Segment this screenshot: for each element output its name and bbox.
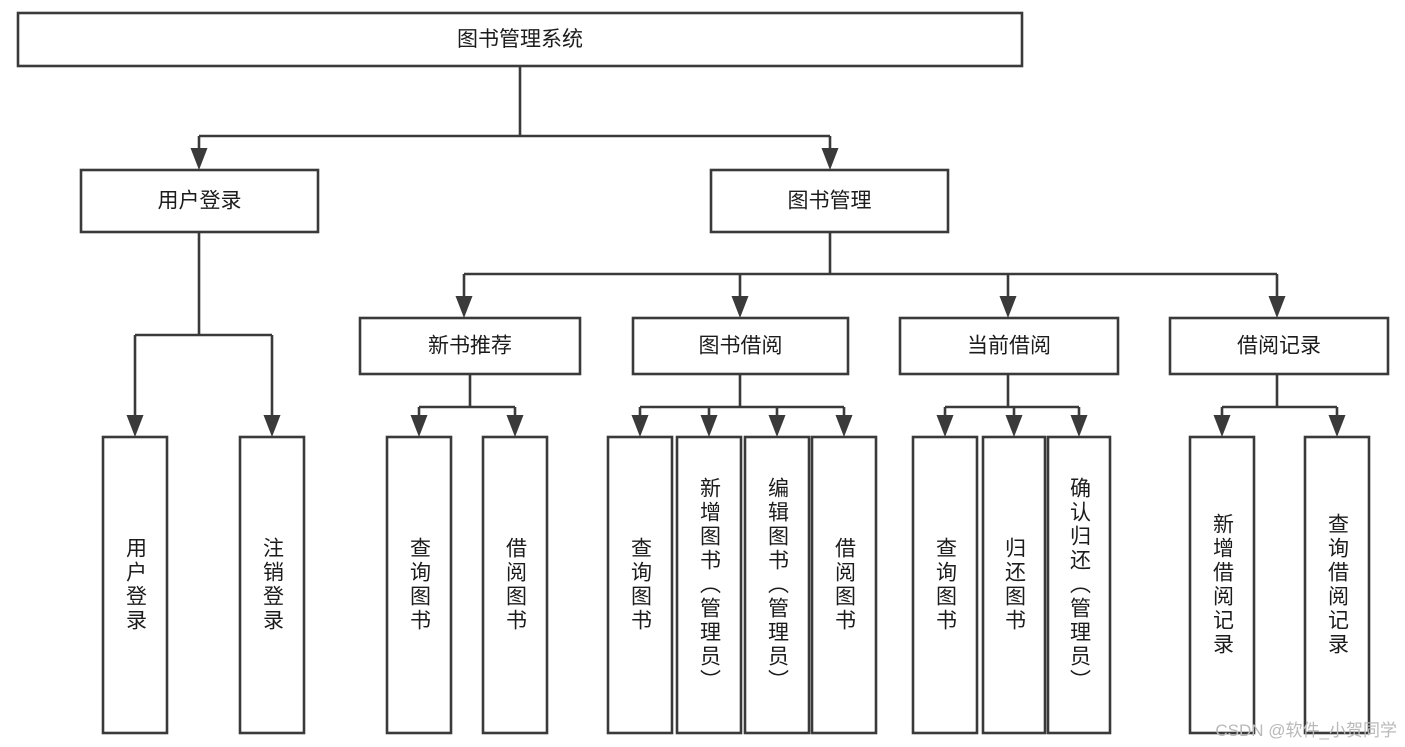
- node-box-leaf-confirm-return-admin[interactable]: [1046, 435, 1112, 735]
- conn-userlogin-b-arrowhead: [263, 415, 281, 437]
- conn-current-b-arrowhead: [1005, 415, 1023, 437]
- node-box-leaf-borrow-book[interactable]: [810, 435, 878, 735]
- conn-current-a-arrowhead: [936, 415, 954, 437]
- conn-newbook-a-arrowhead: [410, 415, 428, 437]
- node-box-book-management[interactable]: [709, 168, 950, 234]
- conn-bookborrow-b-arrowhead: [700, 415, 718, 437]
- node-box-leaf-borrow-book-new[interactable]: [481, 435, 549, 735]
- node-box-new-book-recommend[interactable]: [358, 316, 582, 376]
- node-box-current-borrow[interactable]: [898, 316, 1120, 376]
- node-box-leaf-query-book-current[interactable]: [911, 435, 979, 735]
- node-label-book-management: 图书管理: [788, 190, 872, 213]
- node-box-leaf-query-borrow-record[interactable]: [1303, 435, 1371, 735]
- conn-bookborrow-c-arrowhead: [768, 415, 786, 437]
- node-label-book-borrow: 图书借阅: [699, 335, 783, 358]
- node-box-leaf-return-book[interactable]: [981, 435, 1047, 735]
- node-box-layer: [16, 11, 1390, 735]
- node-label-user-login: 用户登录: [158, 190, 242, 213]
- conn-bookborrow-a-arrowhead: [631, 415, 649, 437]
- node-box-leaf-user-logout[interactable]: [238, 435, 306, 735]
- node-box-leaf-add-borrow-record[interactable]: [1188, 435, 1256, 735]
- conn-records-a-arrowhead: [1213, 415, 1231, 437]
- connector-layer: [126, 66, 1346, 437]
- node-box-book-borrow[interactable]: [631, 316, 850, 376]
- conn-current-c-arrowhead: [1070, 415, 1088, 437]
- node-box-root[interactable]: [16, 11, 1024, 68]
- node-box-leaf-edit-book-admin[interactable]: [743, 435, 811, 735]
- conn-userlogin-a-arrowhead: [126, 415, 144, 437]
- node-label-borrow-records: 借阅记录: [1237, 335, 1321, 358]
- node-label-new-book-recommend: 新书推荐: [428, 335, 512, 358]
- conn-root-to-book-mgmt-arrowhead: [821, 148, 839, 170]
- conn-records-b-arrowhead: [1328, 415, 1346, 437]
- node-box-leaf-query-book-new[interactable]: [385, 435, 453, 735]
- conn-bookmgmt-a-arrowhead: [455, 296, 473, 318]
- node-box-leaf-add-book-admin[interactable]: [675, 435, 743, 735]
- conn-bookborrow-d-arrowhead: [835, 415, 853, 437]
- node-label-current-borrow: 当前借阅: [967, 335, 1051, 358]
- node-label-root: 图书管理系统: [457, 28, 583, 51]
- node-box-leaf-query-book-borrow[interactable]: [606, 435, 674, 735]
- conn-bookmgmt-b-arrowhead: [731, 296, 749, 318]
- node-box-borrow-records[interactable]: [1168, 316, 1390, 376]
- conn-root-to-user-login-arrowhead: [190, 148, 208, 170]
- conn-bookmgmt-c-arrowhead: [999, 296, 1017, 318]
- conn-newbook-b-arrowhead: [506, 415, 524, 437]
- conn-bookmgmt-d-arrowhead: [1268, 296, 1286, 318]
- node-box-leaf-user-login[interactable]: [101, 435, 169, 735]
- watermark-text: CSDN @软件_小贺同学: [1215, 721, 1397, 740]
- node-box-user-login[interactable]: [79, 168, 320, 234]
